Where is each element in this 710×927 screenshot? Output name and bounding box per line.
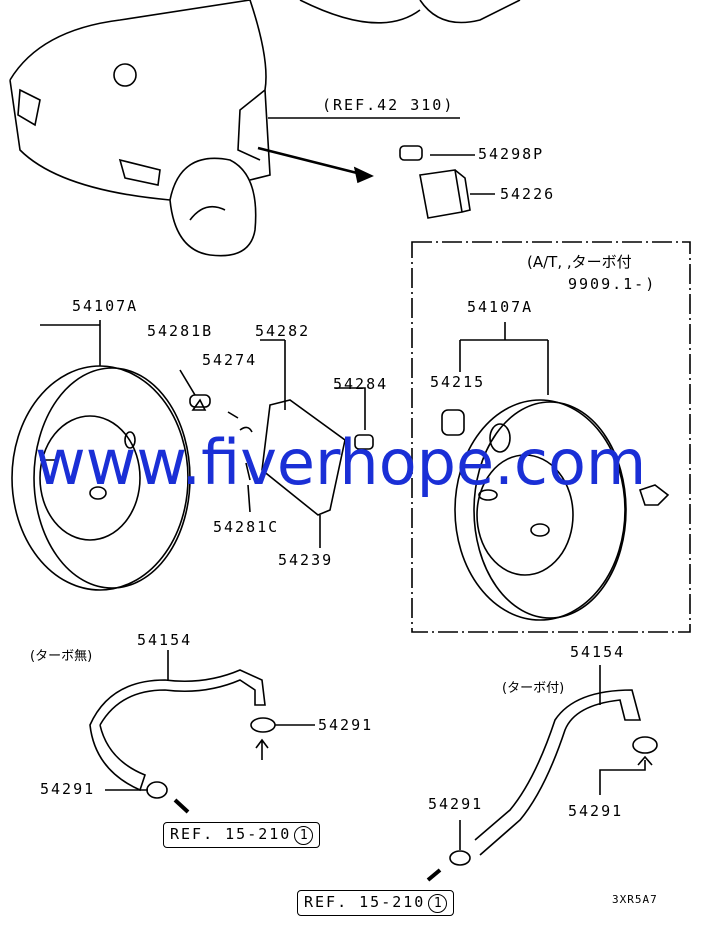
label-no-turbo: (ターボ無) — [30, 649, 93, 664]
label-turbo: (ターボ付) — [502, 681, 565, 696]
label-54274: 54274 — [202, 351, 258, 369]
label-54107a-right: 54107A — [467, 298, 534, 316]
label-54281b: 54281B — [147, 322, 214, 340]
left-hose-drawing — [89, 650, 315, 814]
label-54291-c: 54291 — [568, 802, 624, 820]
label-54154-left: 54154 — [137, 631, 193, 649]
label-54291-d: 54291 — [428, 795, 484, 813]
label-54215: 54215 — [430, 373, 486, 391]
car-front-drawing — [9, 0, 521, 257]
label-54154-right: 54154 — [570, 643, 626, 661]
label-54291-b: 54291 — [40, 780, 96, 798]
label-54284: 54284 — [333, 375, 389, 393]
label-54282: 54282 — [255, 322, 311, 340]
label-54107a-left: 54107A — [72, 297, 139, 315]
watermark-text: www.fiverhope.com — [35, 426, 647, 499]
label-ref-42310: (REF.42 310) — [322, 96, 455, 114]
label-at-turbo-line2: 9909.1-) — [568, 275, 657, 293]
left-brake-booster-drawing — [11, 320, 207, 591]
label-54239: 54239 — [278, 551, 334, 569]
ref-text: REF. 15-210 — [304, 893, 426, 911]
label-54291-a: 54291 — [318, 716, 374, 734]
label-54226: 54226 — [500, 185, 556, 203]
label-54298p: 54298P — [478, 145, 545, 163]
right-brake-booster-drawing — [441, 322, 670, 621]
ref-circle-number: 1 — [428, 894, 448, 913]
label-54281c: 54281C — [213, 518, 280, 536]
ref-circle-number: 1 — [294, 826, 314, 845]
ref-text: REF. 15-210 — [170, 825, 292, 843]
label-at-turbo-line1: (A/T, ,ターボ付 — [527, 253, 632, 271]
right-hose-drawing — [426, 665, 658, 882]
diagram-code: 3XR5A7 — [612, 893, 658, 906]
